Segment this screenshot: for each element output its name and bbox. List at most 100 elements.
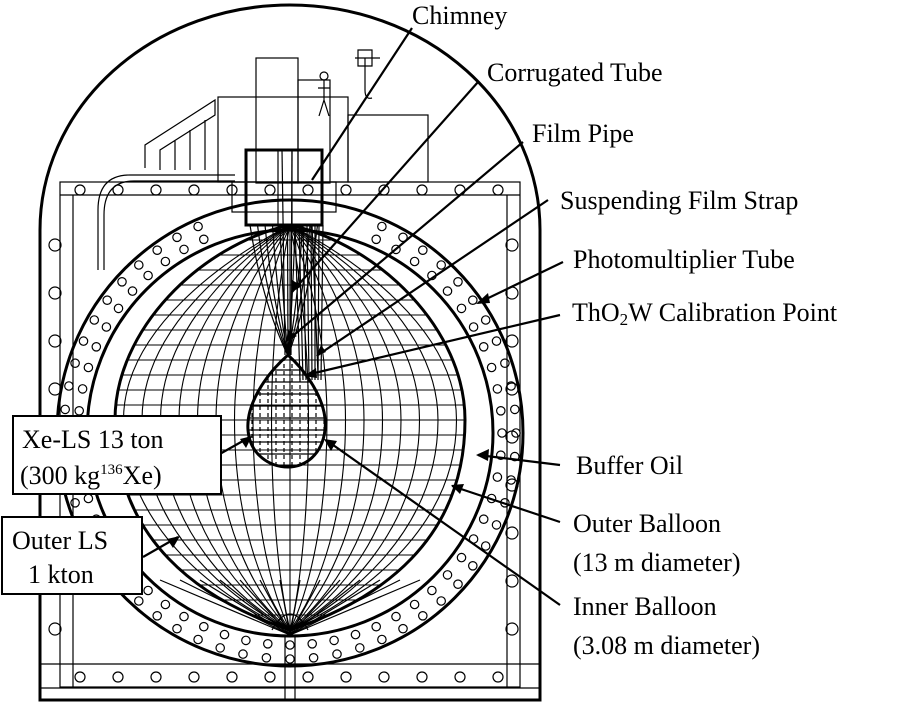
balloon-longitude xyxy=(289,225,365,630)
pmt-icon xyxy=(152,610,162,621)
pmt-icon xyxy=(377,634,387,645)
label-calibration-point: ThO2W Calibration Point xyxy=(572,298,838,329)
pmt-icon xyxy=(193,634,203,645)
pmt-icon xyxy=(219,629,230,640)
balloon-longitude xyxy=(289,225,458,630)
bolt-icon xyxy=(492,671,504,683)
film-pipe-left xyxy=(281,149,286,356)
bolt-icon xyxy=(48,286,62,300)
bolt-icon xyxy=(74,184,86,196)
arrow-head-pmt xyxy=(476,293,490,304)
pmt-icon xyxy=(193,221,203,232)
pmt-icon xyxy=(172,232,182,243)
bolt-icon xyxy=(264,671,276,683)
bolt-icon xyxy=(226,184,238,196)
right-building xyxy=(347,114,429,183)
bolt-icon xyxy=(226,671,238,683)
pmt-icon xyxy=(467,560,478,571)
bolt-icon xyxy=(505,478,519,492)
balloon-longitude xyxy=(289,225,402,630)
bolt-icon xyxy=(188,671,200,683)
bolt-icon xyxy=(302,184,314,196)
pmt-icon xyxy=(285,654,295,664)
pmt-icon xyxy=(497,428,507,438)
film-strap xyxy=(287,224,296,357)
crane-hook xyxy=(355,49,380,99)
pmt-icon xyxy=(436,596,446,606)
pmt-icon xyxy=(102,295,112,305)
pmt-icon xyxy=(377,221,387,232)
bottom-suspension-line xyxy=(279,579,291,636)
label-corrugated-tube: Corrugated Tube xyxy=(487,58,663,87)
pmt-icon xyxy=(509,404,520,415)
bottom-anchor xyxy=(271,613,309,631)
pmt-icon xyxy=(456,552,467,563)
pmt-icon xyxy=(134,260,144,270)
label-outer-ls: Outer LS xyxy=(12,526,108,555)
balloon-longitude xyxy=(252,225,291,630)
label-inner-balloon: Inner Balloon xyxy=(573,592,717,621)
film-strap xyxy=(286,224,289,357)
arrow-head-inner-balloon xyxy=(324,439,337,451)
pmt-icon xyxy=(398,232,408,243)
pmt-icon xyxy=(179,611,189,622)
control-room xyxy=(217,96,349,183)
pmt-icon xyxy=(354,643,365,653)
bolt-icon xyxy=(378,671,390,683)
pmt-icon xyxy=(74,405,84,416)
label-chimney: Chimney xyxy=(412,1,507,30)
bolt-icon xyxy=(416,671,428,683)
arrow-head-xe-ls xyxy=(240,436,252,448)
pmt-icon xyxy=(78,336,89,346)
label-inner-balloon-diameter: (3.08 m diameter) xyxy=(573,631,760,660)
pmt-icon xyxy=(453,579,463,589)
bolt-icon xyxy=(454,671,466,683)
pmt-icon xyxy=(442,570,453,580)
arrow-head-outer-balloon xyxy=(451,484,464,494)
film-strap xyxy=(310,224,313,381)
bottom-suspension-line xyxy=(289,579,341,636)
chimney-body xyxy=(244,148,324,227)
bolt-icon xyxy=(416,184,428,196)
pmt-icon xyxy=(391,611,401,622)
bolt-icon xyxy=(505,238,519,252)
bolt-icon xyxy=(112,184,124,196)
bolt-icon xyxy=(505,334,519,348)
label-film-pipe: Film Pipe xyxy=(532,119,634,148)
pmt-icon xyxy=(215,643,225,653)
bolt-icon xyxy=(378,184,390,196)
film-strap xyxy=(298,224,304,381)
bottom-suspension-line xyxy=(289,579,301,636)
pmt-icon xyxy=(453,276,463,287)
pmt-icon xyxy=(500,358,510,368)
label-buffer-oil: Buffer Oil xyxy=(576,451,683,480)
bolt-icon xyxy=(505,622,519,636)
bolt-icon xyxy=(150,184,162,196)
pmt-icon xyxy=(285,640,295,650)
pmt-icon xyxy=(436,260,446,270)
leader-lines xyxy=(142,27,564,606)
label-outer-balloon: Outer Balloon xyxy=(573,509,721,538)
bottom-suspension-line xyxy=(289,579,361,636)
pmt-icon xyxy=(398,623,408,634)
film-strap xyxy=(302,224,307,381)
leader-film-pipe xyxy=(287,141,524,341)
arrow-head-corrugated xyxy=(292,280,302,292)
arrow-head-film-pipe xyxy=(286,330,297,342)
film-pipe-right xyxy=(290,149,293,356)
label-photomultiplier-tube: Photomultiplier Tube xyxy=(573,245,795,274)
pmt-icon xyxy=(70,497,80,508)
leader-corrugated-tube xyxy=(291,81,479,293)
outer-ls-box xyxy=(1,516,143,595)
bolt-icon xyxy=(264,184,276,196)
bolt-icon xyxy=(340,184,352,196)
pmt-icon xyxy=(427,585,437,596)
film-strap xyxy=(249,224,289,357)
bottom-suspension-line xyxy=(289,579,401,636)
pmt-icon xyxy=(467,295,478,305)
bolt-icon xyxy=(492,184,504,196)
leader-outer-balloon xyxy=(451,484,561,524)
pmt-icon xyxy=(350,629,361,640)
bolt-icon xyxy=(188,184,200,196)
pmt-icon xyxy=(113,303,124,314)
